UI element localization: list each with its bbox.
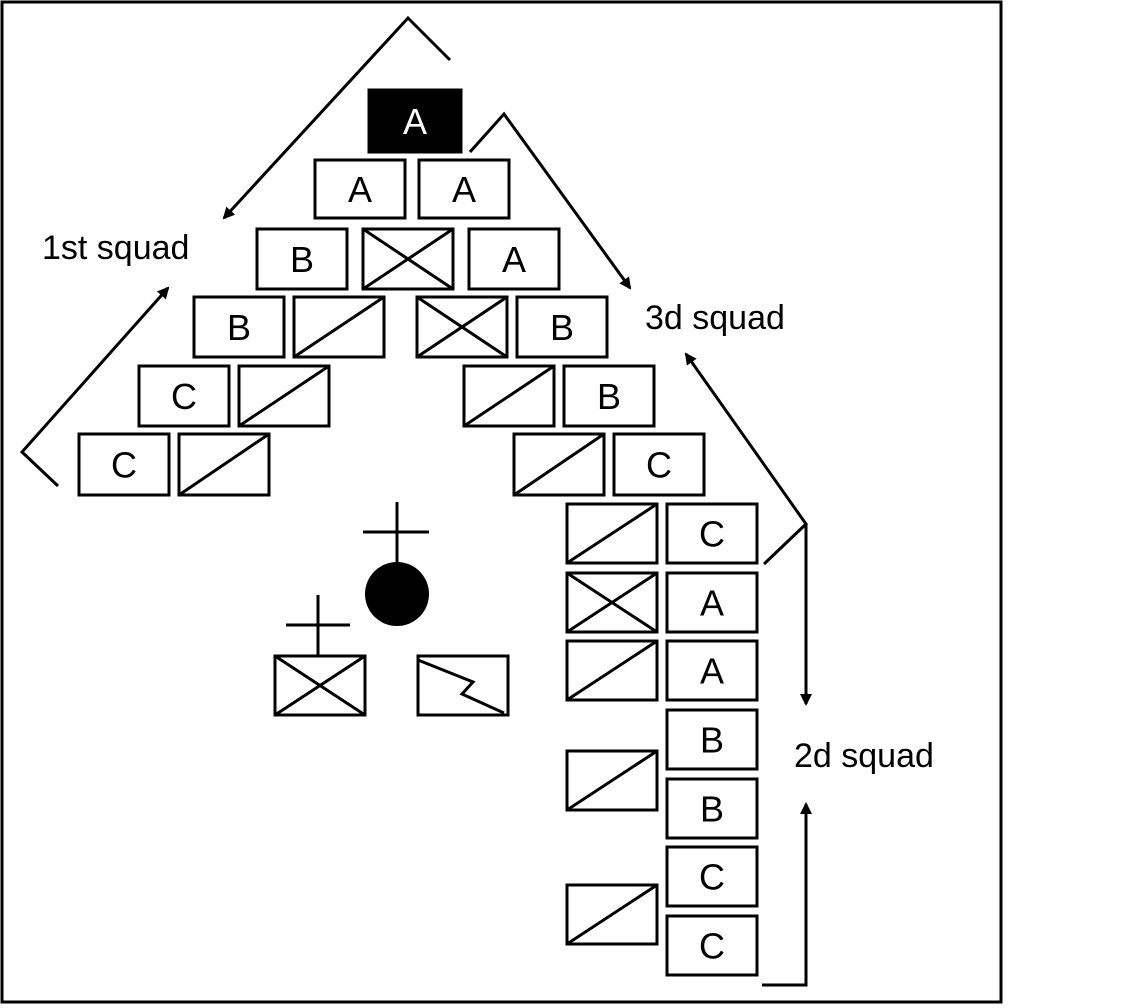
box-outline: [192, 295, 286, 359]
box-outline: [137, 364, 231, 428]
formation-box-cross: [415, 295, 509, 359]
box-letter: C: [111, 445, 137, 486]
formation-box-letter: A: [417, 158, 511, 220]
box-outline: [515, 295, 609, 359]
box-diagonal: [513, 432, 605, 497]
formation-box-slash: [565, 639, 659, 702]
box-diagonal: [238, 364, 330, 428]
box-outline: [77, 432, 171, 497]
formation-box-slash: [237, 364, 331, 428]
box-diagonal: [463, 364, 555, 428]
box-diagonal: [566, 883, 658, 946]
first-squad-lower-arrow: [19, 286, 170, 488]
formation-box-letter: B: [562, 364, 656, 428]
box-diagonal: [566, 502, 658, 565]
box-letter: B: [597, 376, 621, 417]
box-diagonal-b: [274, 654, 366, 717]
second-squad-label: 2d squad: [794, 737, 934, 775]
box-diagonal: [178, 432, 270, 497]
formation-box-letter: C: [137, 364, 231, 428]
formation-box-letter: A: [665, 639, 759, 702]
formation-box-slash: [565, 502, 659, 565]
box-diagonal-b: [416, 295, 508, 359]
formation-box-letter: A: [313, 158, 407, 220]
box-outline: [665, 502, 759, 565]
formation-box-letter: C: [665, 502, 759, 565]
box-outline: [665, 571, 759, 634]
formation-box-letter: B: [515, 295, 609, 359]
box-letter: B: [290, 239, 314, 280]
box-diagonal: [566, 749, 658, 812]
formation-box-letter: B: [665, 708, 759, 771]
box-letter: A: [348, 169, 372, 210]
box-diagonal-b: [566, 571, 658, 634]
box-zigzag: [417, 658, 505, 715]
box-letter: C: [171, 376, 197, 417]
formation-box-zigzag: [416, 654, 510, 717]
box-letter: A: [452, 169, 476, 210]
box-letter: C: [646, 445, 672, 486]
route-arrows: [19, 15, 812, 987]
formation-box-slash: [565, 883, 659, 946]
box-letter: A: [700, 651, 724, 692]
formation-box-slash: [462, 364, 556, 428]
squad-labels: 1st squad 3d squad 2d squad: [42, 229, 934, 775]
box-outline: [562, 364, 656, 428]
box-outline: [665, 845, 759, 908]
third-squad-upper-arrow: [468, 111, 632, 290]
formation-box-slash: [512, 432, 606, 497]
box-letter: C: [699, 857, 725, 898]
formation-box-letter: A: [367, 88, 463, 154]
box-outline: [665, 639, 759, 702]
box-diagonal: [566, 639, 658, 702]
formation-box-slash: [565, 749, 659, 812]
box-letter: A: [502, 239, 526, 280]
box-outline: [467, 227, 561, 291]
formation-box-letter: B: [192, 295, 286, 359]
formation-box-slash: [177, 432, 271, 497]
box-outline: [665, 914, 759, 977]
formation-box-cross: [273, 654, 367, 717]
box-letter: B: [550, 307, 574, 348]
third-squad-label: 3d squad: [645, 299, 785, 337]
box-outline: [313, 158, 407, 220]
box-letter: C: [699, 926, 725, 967]
formation-box-cross: [361, 227, 455, 291]
box-diagonal-b: [362, 227, 454, 291]
box-outline: [255, 227, 349, 291]
leader-dot: [365, 562, 429, 626]
formation-box-letter: C: [665, 845, 759, 908]
box-outline: [665, 777, 759, 840]
box-outline: [612, 432, 706, 497]
formation-box-letter: C: [665, 914, 759, 977]
formation-box-letter: B: [255, 227, 349, 291]
box-letter: A: [700, 583, 724, 624]
box-letter: B: [700, 789, 724, 830]
second-squad-up-arrow: [762, 802, 812, 987]
box-letter: B: [700, 720, 724, 761]
formation-box-letter: C: [77, 432, 171, 497]
box-letter: A: [403, 101, 427, 142]
leader-symbols: [286, 502, 429, 655]
box-diagonal: [293, 295, 385, 359]
formation-box-slash: [292, 295, 386, 359]
box-outline: [665, 708, 759, 771]
formation-box-letter: A: [467, 227, 561, 291]
formation-box-cross: [565, 571, 659, 634]
box-outline: [417, 158, 511, 220]
box-letter: B: [227, 307, 251, 348]
box-outline: [367, 88, 463, 154]
box-letter: C: [699, 514, 725, 555]
diagram-frame: [0, 0, 1003, 1004]
formation-box-letter: B: [665, 777, 759, 840]
formation-box-letter: A: [665, 571, 759, 634]
first-squad-label: 1st squad: [42, 229, 189, 267]
first-squad-upper-arrow: [222, 15, 452, 220]
formation-box-letter: C: [612, 432, 706, 497]
